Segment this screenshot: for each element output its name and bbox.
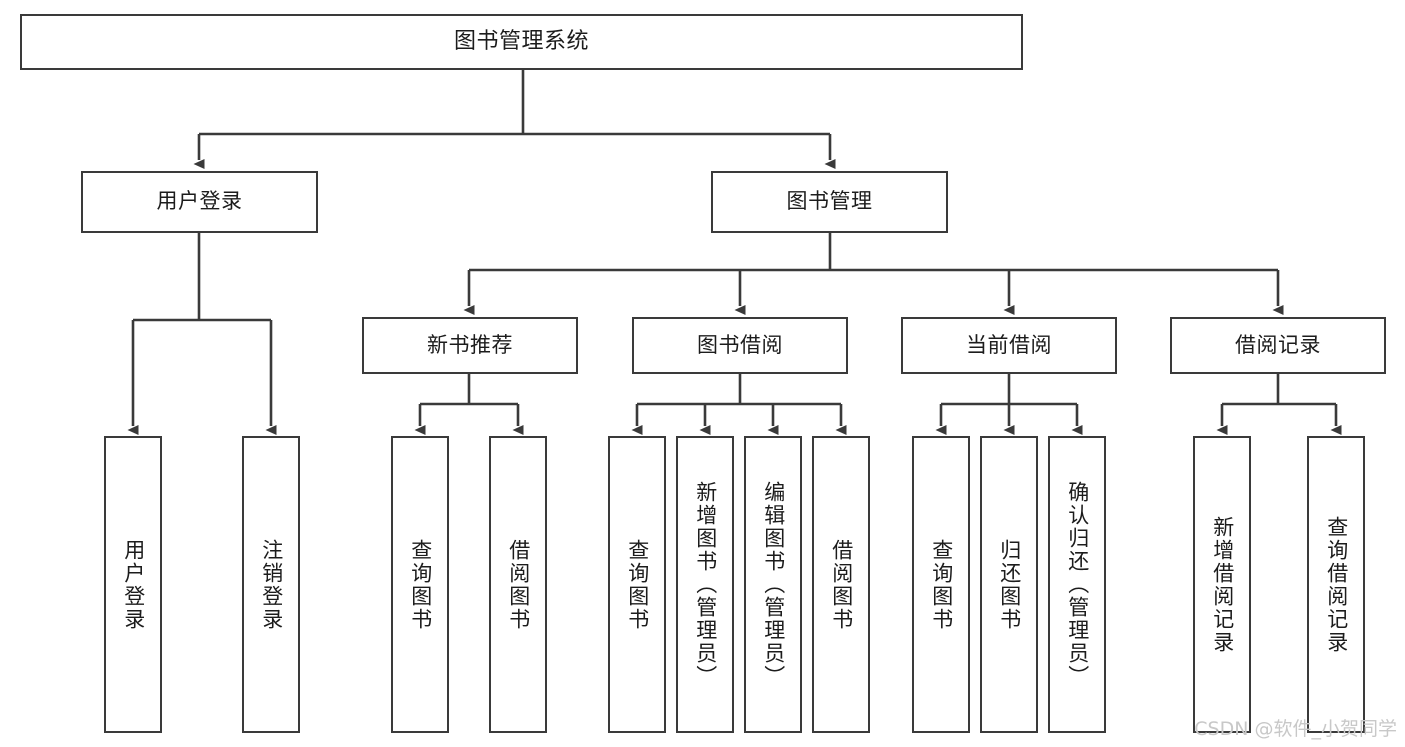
node-leaf-add-record[interactable]: 新增借阅记录: [1193, 436, 1251, 733]
node-root-label: 图书管理系统: [453, 28, 589, 54]
node-leaf-query-record[interactable]: 查询借阅记录: [1307, 436, 1365, 733]
node-leaf-query-book-3-label: 查询图书: [929, 538, 954, 631]
node-leaf-add-record-label: 新增借阅记录: [1210, 515, 1235, 654]
node-borrow-record[interactable]: 借阅记录: [1170, 317, 1386, 374]
node-leaf-query-book-3[interactable]: 查询图书: [912, 436, 970, 733]
node-leaf-query-book-1-label: 查询图书: [408, 538, 433, 631]
node-leaf-user-login[interactable]: 用户登录: [104, 436, 162, 733]
node-book-manage[interactable]: 图书管理: [711, 171, 948, 233]
node-leaf-return-book[interactable]: 归还图书: [980, 436, 1038, 733]
node-leaf-add-book[interactable]: 新增图书（管理员）: [676, 436, 734, 733]
node-user-login-label: 用户登录: [156, 189, 243, 214]
node-leaf-borrow-book-1-label: 借阅图书: [506, 538, 531, 631]
node-leaf-confirm-return[interactable]: 确认归还（管理员）: [1048, 436, 1106, 733]
node-leaf-edit-book-label: 编辑图书（管理员）: [761, 481, 786, 688]
node-leaf-borrow-book-1[interactable]: 借阅图书: [489, 436, 547, 733]
node-borrow-record-label: 借阅记录: [1235, 332, 1321, 357]
node-current-borrow[interactable]: 当前借阅: [901, 317, 1117, 374]
node-new-book-recommend[interactable]: 新书推荐: [362, 317, 578, 374]
node-leaf-user-logout[interactable]: 注销登录: [242, 436, 300, 733]
node-root[interactable]: 图书管理系统: [20, 14, 1023, 70]
node-book-borrow-label: 图书借阅: [697, 332, 783, 357]
node-user-login[interactable]: 用户登录: [81, 171, 318, 233]
node-leaf-return-book-label: 归还图书: [997, 538, 1022, 631]
node-leaf-add-book-label: 新增图书（管理员）: [693, 481, 718, 688]
node-leaf-user-logout-label: 注销登录: [259, 538, 284, 631]
node-leaf-confirm-return-label: 确认归还（管理员）: [1065, 481, 1090, 688]
node-leaf-borrow-book-2[interactable]: 借阅图书: [812, 436, 870, 733]
node-book-borrow[interactable]: 图书借阅: [632, 317, 848, 374]
node-leaf-query-book-2-label: 查询图书: [625, 538, 650, 631]
node-leaf-query-record-label: 查询借阅记录: [1324, 515, 1349, 654]
node-leaf-query-book-1[interactable]: 查询图书: [391, 436, 449, 733]
node-leaf-query-book-2[interactable]: 查询图书: [608, 436, 666, 733]
node-leaf-edit-book[interactable]: 编辑图书（管理员）: [744, 436, 802, 733]
node-leaf-borrow-book-2-label: 借阅图书: [829, 538, 854, 631]
node-book-manage-label: 图书管理: [786, 189, 873, 214]
node-leaf-user-login-label: 用户登录: [121, 538, 146, 631]
node-new-book-recommend-label: 新书推荐: [427, 332, 513, 357]
node-current-borrow-label: 当前借阅: [966, 332, 1052, 357]
